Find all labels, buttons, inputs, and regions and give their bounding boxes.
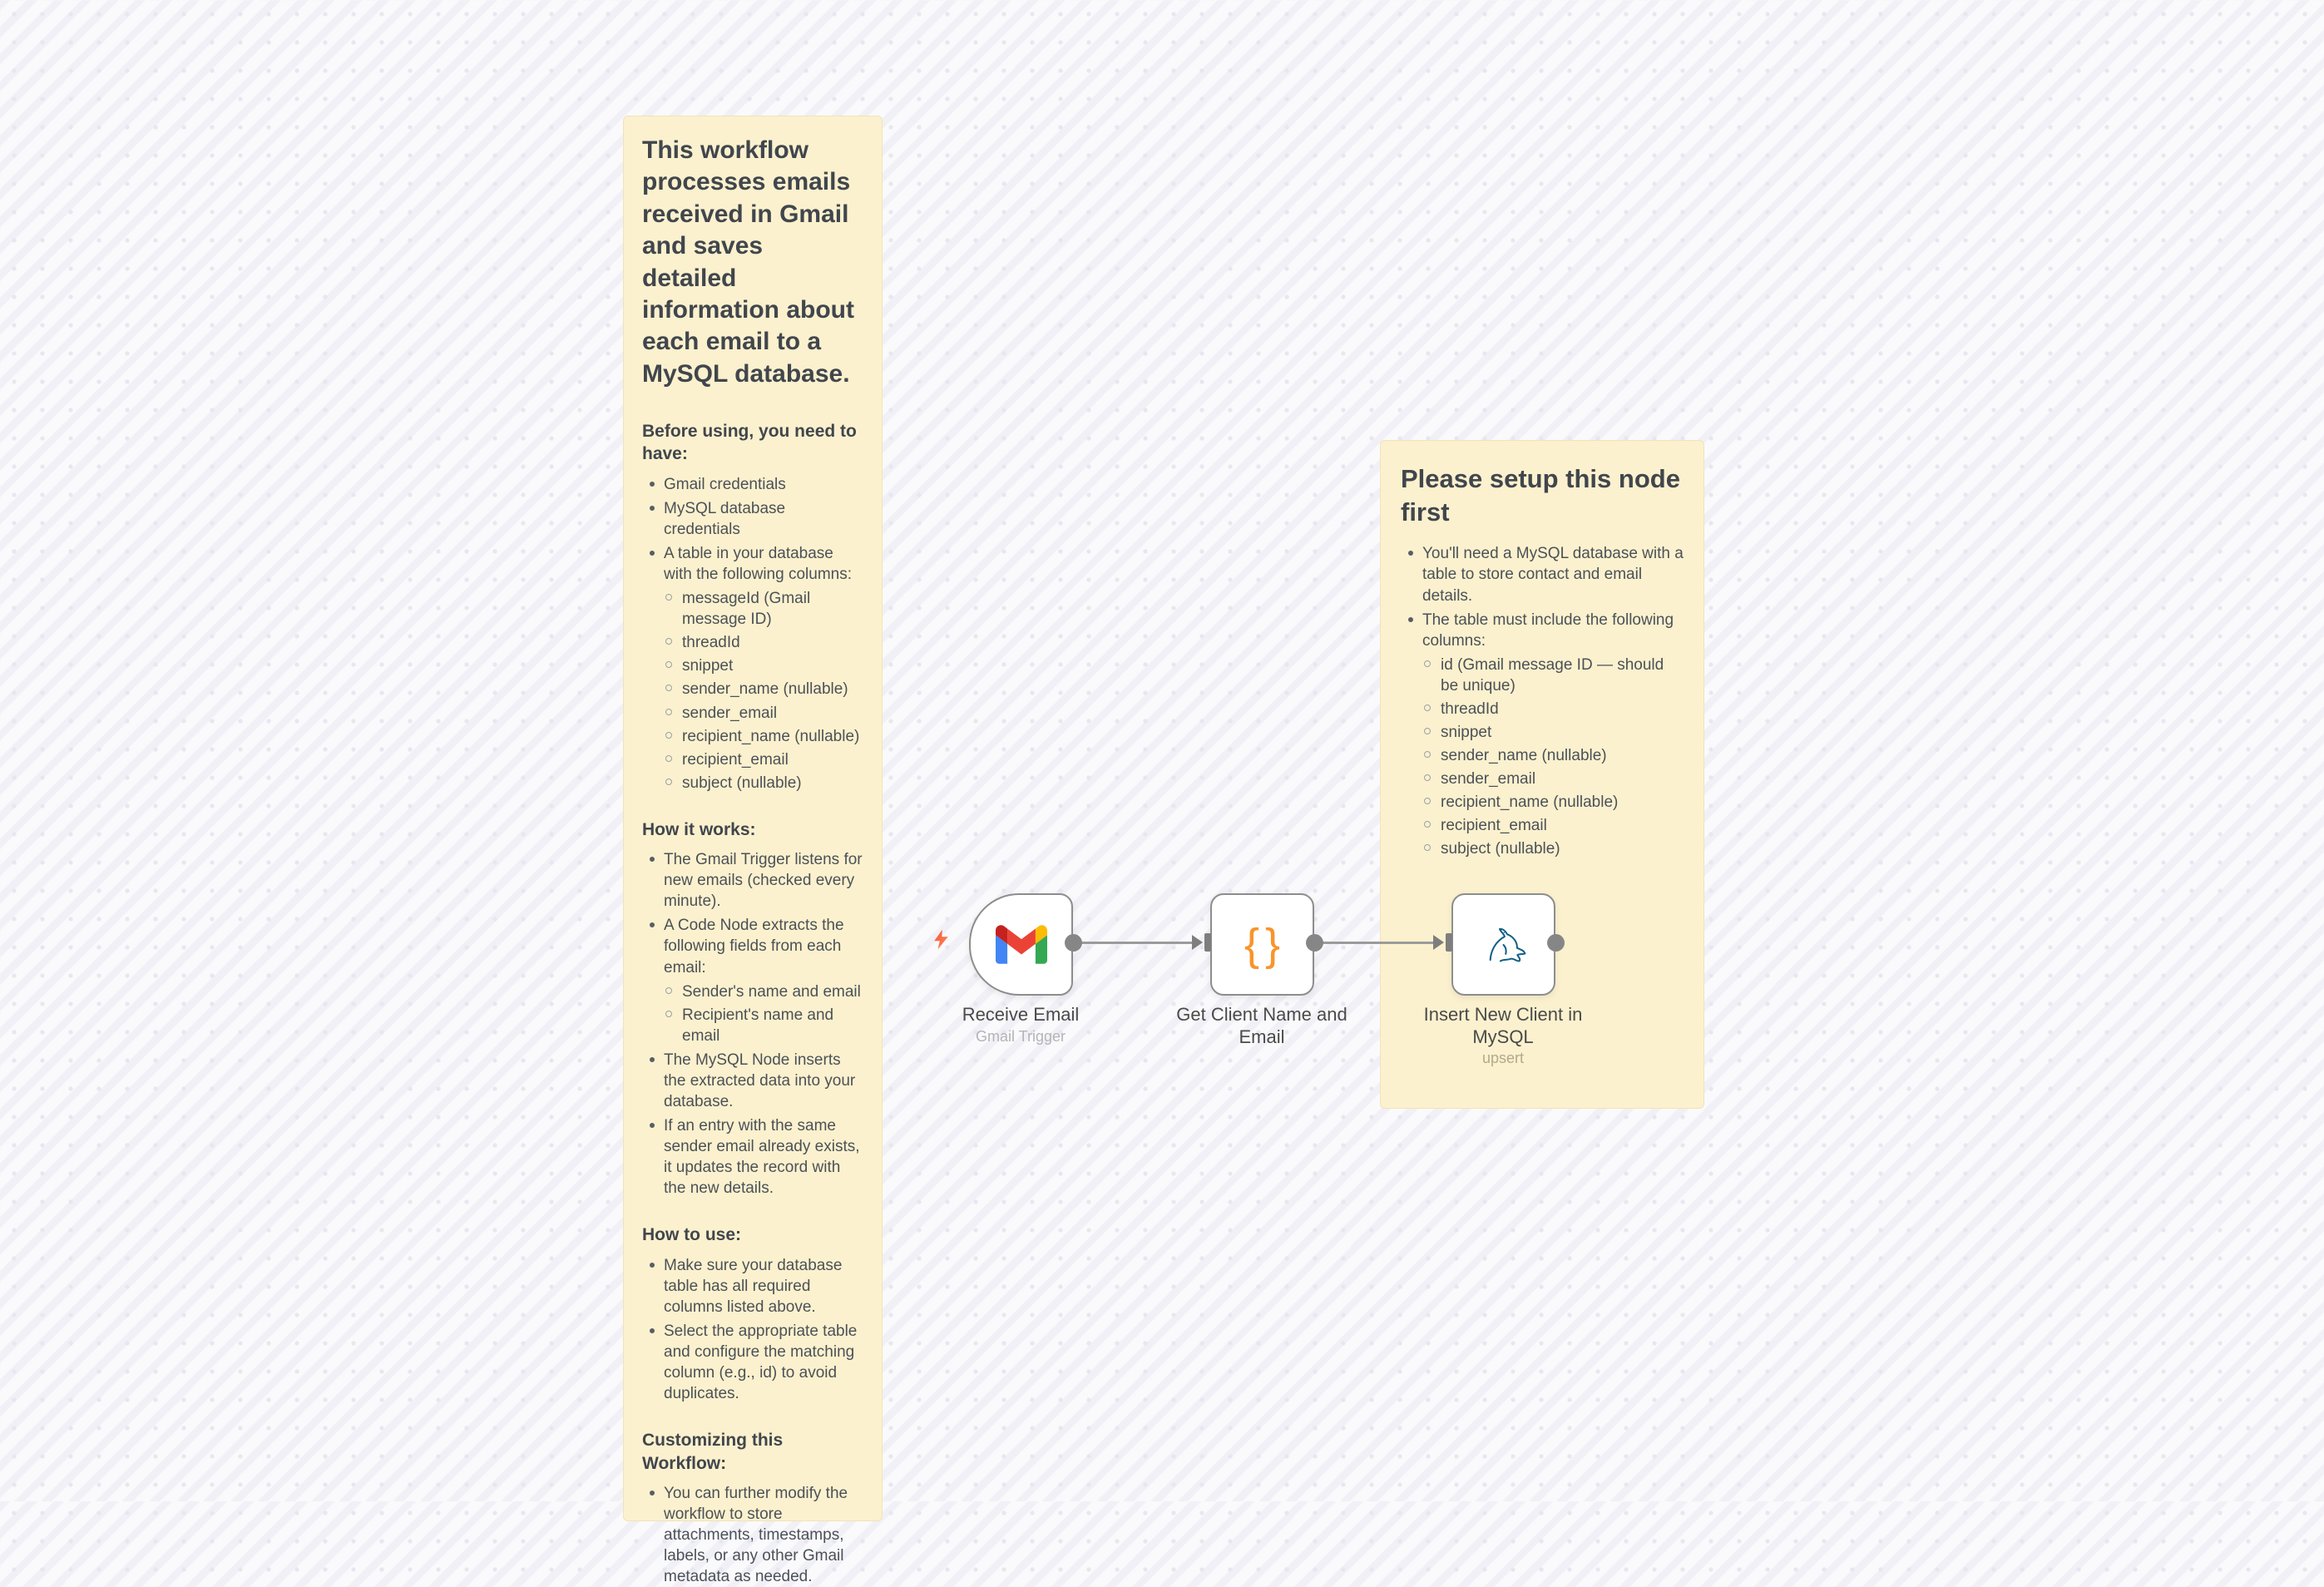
list-item: id (Gmail message ID — should be unique) bbox=[1422, 655, 1684, 696]
before-using-list: Gmail credentials MySQL database credent… bbox=[642, 474, 863, 585]
list-item: messageId (Gmail message ID) bbox=[664, 588, 863, 630]
gmail-icon bbox=[995, 925, 1047, 964]
node-label-receive-email: Receive Email bbox=[962, 1004, 1080, 1025]
list-item: The MySQL Node inserts the extracted dat… bbox=[647, 1050, 863, 1112]
list-item: Select the appropriate table and configu… bbox=[647, 1321, 863, 1404]
section-heading-how-to-use: How to use: bbox=[642, 1225, 741, 1245]
section-heading-how-it-works: How it works: bbox=[642, 819, 756, 839]
list-item: snippet bbox=[1422, 722, 1684, 743]
list-item: threadId bbox=[1422, 699, 1684, 719]
node-receive-email[interactable] bbox=[969, 893, 1073, 996]
list-item: recipient_email bbox=[664, 749, 863, 770]
node-get-client-name-and-email[interactable]: {} bbox=[1210, 893, 1314, 996]
node-label-get-client: Get Client Name and Email bbox=[1176, 1004, 1347, 1047]
list-item: subject (nullable) bbox=[664, 773, 863, 794]
list-item: The table must include the following col… bbox=[1406, 610, 1684, 651]
input-arrow-get-client bbox=[1192, 935, 1203, 950]
list-item: recipient_name (nullable) bbox=[1422, 792, 1684, 813]
connection-code-to-mysql[interactable] bbox=[1316, 942, 1441, 944]
list-item: snippet bbox=[664, 655, 863, 676]
list-item: sender_email bbox=[1422, 769, 1684, 789]
list-item: subject (nullable) bbox=[1422, 838, 1684, 859]
connection-gmail-to-code[interactable] bbox=[1075, 942, 1199, 944]
list-item: Gmail credentials bbox=[647, 474, 863, 495]
list-item: You'll need a MySQL database with a tabl… bbox=[1406, 543, 1684, 606]
list-item: sender_name (nullable) bbox=[664, 679, 863, 700]
node-insert-new-client-in-mysql[interactable] bbox=[1451, 893, 1555, 996]
customizing-list: You can further modify the workflow to s… bbox=[642, 1483, 863, 1587]
sticky-note-workflow-description[interactable]: This workflow processes emails received … bbox=[623, 116, 883, 1585]
list-item: sender_email bbox=[664, 703, 863, 724]
mysql-dolphin-icon bbox=[1489, 927, 1525, 962]
list-item: A table in your database with the follow… bbox=[647, 543, 863, 585]
output-port-mysql[interactable] bbox=[1547, 934, 1565, 952]
input-port-get-client[interactable] bbox=[1204, 933, 1211, 952]
output-port-get-client[interactable] bbox=[1306, 934, 1323, 952]
how-it-works-list: The Gmail Trigger listens for new emails… bbox=[642, 849, 863, 977]
setup-list: You'll need a MySQL database with a tabl… bbox=[1401, 543, 1684, 650]
extracted-fields-list: Sender's name and email Recipient's name… bbox=[642, 981, 863, 1046]
list-item: MySQL database credentials bbox=[647, 498, 863, 540]
list-item: Recipient's name and email bbox=[664, 1005, 863, 1046]
required-columns-list: messageId (Gmail message ID) threadId sn… bbox=[642, 588, 863, 794]
input-port-mysql[interactable] bbox=[1446, 933, 1452, 952]
list-item: A Code Node extracts the following field… bbox=[647, 915, 863, 977]
input-arrow-mysql bbox=[1433, 935, 1444, 950]
how-it-works-list-continued: The MySQL Node inserts the extracted dat… bbox=[642, 1050, 863, 1199]
output-port-receive-email[interactable] bbox=[1065, 934, 1082, 952]
how-to-use-list: Make sure your database table has all re… bbox=[642, 1255, 863, 1405]
node-subtitle-receive-email: Gmail Trigger bbox=[975, 1028, 1066, 1045]
sticky-title: Please setup this node first bbox=[1401, 464, 1680, 527]
list-item: The Gmail Trigger listens for new emails… bbox=[647, 849, 863, 912]
setup-columns-list: id (Gmail message ID — should be unique)… bbox=[1401, 655, 1684, 860]
list-item: Make sure your database table has all re… bbox=[647, 1255, 863, 1318]
node-label-mysql: Insert New Client in MySQL bbox=[1423, 1004, 1583, 1047]
section-heading-customizing: Customizing this Workflow: bbox=[642, 1431, 784, 1473]
list-item: sender_name (nullable) bbox=[1422, 745, 1684, 766]
list-item: recipient_email bbox=[1422, 815, 1684, 836]
section-heading-before-using: Before using, you need to have: bbox=[642, 422, 857, 464]
node-subtitle-mysql: upsert bbox=[1481, 1050, 1525, 1066]
list-item: Sender's name and email bbox=[664, 981, 863, 1002]
list-item: You can further modify the workflow to s… bbox=[647, 1483, 863, 1587]
sticky-title: This workflow processes emails received … bbox=[642, 136, 854, 388]
sticky-note-setup-node-first[interactable]: Please setup this node first You'll need… bbox=[1380, 440, 1704, 1109]
list-item: recipient_name (nullable) bbox=[664, 726, 863, 747]
list-item: threadId bbox=[664, 632, 863, 653]
trigger-lightning-bolt-icon bbox=[934, 929, 948, 950]
code-braces-icon: {} bbox=[1244, 919, 1287, 970]
list-item: If an entry with the same sender email a… bbox=[647, 1115, 863, 1199]
